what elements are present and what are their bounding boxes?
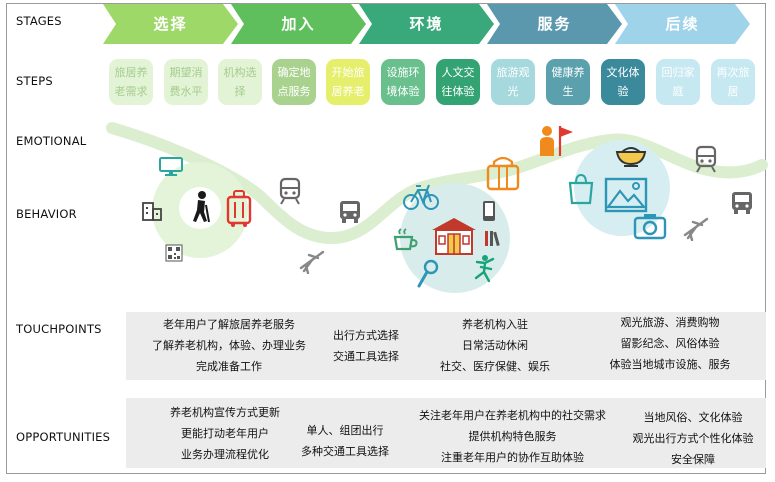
tea-bowl-icon <box>615 147 647 167</box>
step-7: 人文交往体验 <box>436 59 480 105</box>
stage-2-label: 加入 <box>281 15 316 33</box>
touchpoint-text: 了解养老机构，体验、办理业务 <box>152 339 306 352</box>
row-label-steps: STEPS <box>16 74 53 88</box>
opportunity-text: 关注老年用户在养老机构中的社交需求 <box>419 409 606 422</box>
camera-icon <box>633 214 667 240</box>
monitor-icon <box>159 157 183 176</box>
opportunities-service: 当地风俗、文化体验 观光出行方式个性化体验 安全保障 <box>618 407 768 470</box>
touchpoints-select: 老年用户了解旅居养老服务 了解养老机构，体验、办理业务 完成准备工作 <box>134 314 324 377</box>
stage-4-label: 服务 <box>537 15 572 33</box>
step-1: 旅居养老需求 <box>109 59 153 105</box>
gift-box-icon <box>486 156 520 191</box>
touchpoint-text: 出行方式选择 <box>333 329 399 342</box>
row-label-stages: STAGES <box>16 14 62 28</box>
touchpoint-text: 日常活动休闲 <box>462 339 528 352</box>
opportunities-select: 养老机构宣传方式更新 更能打动老年用户 业务办理流程优化 <box>145 402 305 465</box>
step-4: 确定地点服务 <box>272 59 316 105</box>
step-12: 再次旅居 <box>711 59 755 105</box>
row-label-opportunities: OPPORTUNITIES <box>16 430 111 444</box>
opportunities-join: 单人、组团出行 多种交通工具选择 <box>290 420 400 462</box>
suitcase-icon <box>226 190 252 227</box>
opportunities-environment: 关注老年用户在养老机构中的社交需求 提供机构特色服务 注重老年用户的协作互助体验 <box>400 405 625 468</box>
journey-map-frame <box>6 3 766 474</box>
stage-2: 加入 <box>231 4 366 44</box>
step-9: 健康养生 <box>546 59 590 105</box>
step-2: 期望消费水平 <box>164 59 208 105</box>
mountain-picture-icon <box>604 177 648 213</box>
stage-1: 选择 <box>103 4 238 44</box>
stage-1-label: 选择 <box>153 15 188 33</box>
stage-5-label: 后续 <box>665 15 700 33</box>
microphone-icon <box>417 259 439 288</box>
coffee-cup-icon <box>393 228 418 251</box>
row-label-emotional: EMOTIONAL <box>16 134 87 148</box>
bicycle-icon <box>403 184 439 210</box>
emotion-curve-layer <box>106 122 768 293</box>
stage-2-shape <box>231 4 366 44</box>
opportunity-text: 多种交通工具选择 <box>301 445 389 458</box>
stage-3-shape <box>359 4 494 44</box>
bus-icon-return <box>732 192 752 214</box>
step-10: 文化体验 <box>601 59 645 105</box>
touchpoint-text: 交通工具选择 <box>333 350 399 363</box>
pavilion-icon <box>432 218 476 255</box>
bus-icon <box>340 201 360 223</box>
opportunities-panel <box>126 398 766 468</box>
row-label-touchpoints: TOUCHPOINTS <box>16 322 102 336</box>
stage-3-label: 环境 <box>409 15 444 33</box>
opportunity-text: 更能打动老年用户 <box>181 427 269 440</box>
walking-elder-icon <box>179 187 221 229</box>
step-11: 回归家庭 <box>656 59 700 105</box>
touchpoint-text: 社交、医疗保健、娱乐 <box>440 360 550 373</box>
books-icon <box>485 231 500 247</box>
opportunity-text: 单人、组团出行 <box>306 424 384 437</box>
person-flag-icon <box>540 126 573 156</box>
train-icon <box>279 177 301 205</box>
step-8: 旅游观光 <box>491 59 535 105</box>
stage-5: 后续 <box>615 4 750 44</box>
phone-icon <box>483 201 495 221</box>
shopping-bag-icon <box>568 173 594 205</box>
touchpoint-text: 留影纪念、风俗体验 <box>620 337 720 350</box>
step-6: 设施环境体验 <box>381 59 425 105</box>
stage-3: 环境 <box>359 4 494 44</box>
stage-1-shape <box>103 4 238 44</box>
airplane-icon <box>299 250 325 274</box>
opportunity-text: 观光出行方式个性化体验 <box>632 432 754 445</box>
step-5: 开始旅居养老 <box>326 59 370 105</box>
opportunity-text: 养老机构宣传方式更新 <box>170 406 280 419</box>
stage-5-shape <box>615 4 750 44</box>
opportunity-text: 安全保障 <box>671 453 715 466</box>
building-icon <box>142 202 162 221</box>
touchpoints-panel <box>126 312 766 380</box>
stage-4: 服务 <box>487 4 622 44</box>
opportunity-text: 注重老年用户的协作互助体验 <box>441 451 584 464</box>
touchpoints-service: 观光旅游、消费购物 留影纪念、风俗体验 体验当地城市设施、服务 <box>590 312 750 375</box>
touchpoint-text: 老年用户了解旅居养老服务 <box>163 318 295 331</box>
step-3: 机构选择 <box>218 59 262 105</box>
qr-code-icon <box>165 244 183 262</box>
emotion-curve <box>106 122 768 245</box>
opportunity-text: 提供机构特色服务 <box>468 430 557 443</box>
touchpoint-text: 观光旅游、消费购物 <box>620 316 720 329</box>
opportunity-text: 当地风俗、文化体验 <box>643 411 743 424</box>
touchpoints-join: 出行方式选择 交通工具选择 <box>316 325 416 367</box>
touchpoint-text: 完成准备工作 <box>196 360 262 373</box>
stage-4-shape <box>487 4 622 44</box>
touchpoint-text: 养老机构入驻 <box>462 318 528 331</box>
touchpoints-environment: 养老机构入驻 日常活动休闲 社交、医疗保健、娱乐 <box>415 314 575 377</box>
touchpoint-text: 体验当地城市设施、服务 <box>609 358 731 371</box>
dancer-icon <box>474 255 495 283</box>
airplane-icon-return <box>683 217 709 241</box>
row-label-behavior: BEHAVIOR <box>16 207 77 221</box>
opportunity-text: 业务办理流程优化 <box>181 448 269 461</box>
train-icon-return <box>695 145 717 173</box>
